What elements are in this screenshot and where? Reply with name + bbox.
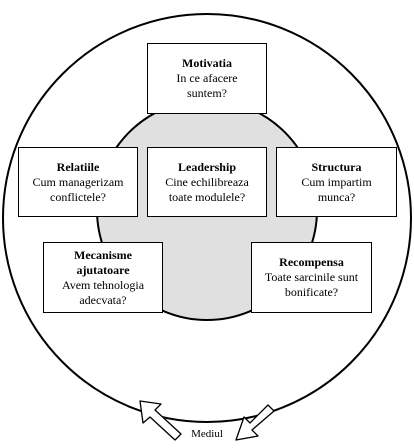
box-relatiile: Relatiile Cum managerizam conflictele? xyxy=(18,147,138,217)
box-structura: Structura Cum impartim munca? xyxy=(276,147,397,217)
box-title: Structura xyxy=(311,159,362,174)
box-question: Cum impartim munca? xyxy=(301,174,372,204)
curved-arrow-left-icon xyxy=(139,400,182,441)
box-title: Recompensa xyxy=(279,255,344,269)
box-title: Leadership xyxy=(177,159,236,174)
box-motivatia: Motivatia In ce afacere suntem? xyxy=(147,43,267,114)
box-question: Toate sarcinile sunt bonificate? xyxy=(264,270,359,299)
box-question: Cum managerizam conflictele? xyxy=(32,174,124,204)
box-question: In ce afacere suntem? xyxy=(176,71,238,100)
box-leadership: Leadership Cine echilibreaza toate modul… xyxy=(147,147,267,217)
box-title: Mecanisme ajutatoare xyxy=(74,247,132,277)
box-recompensa: Recompensa Toate sarcinile sunt bonifica… xyxy=(251,242,372,313)
box-question: Cine echilibreaza toate modulele? xyxy=(165,174,249,204)
box-mecanisme-ajutatoare: Mecanisme ajutatoare Avem tehnologia ade… xyxy=(43,242,163,313)
box-title: Motivatia xyxy=(182,56,232,70)
box-question: Avem tehnologia adecvata? xyxy=(61,277,145,307)
curved-arrow-right-icon xyxy=(235,404,275,441)
box-title: Relatiile xyxy=(56,159,100,174)
environment-label: Mediul xyxy=(191,428,223,440)
